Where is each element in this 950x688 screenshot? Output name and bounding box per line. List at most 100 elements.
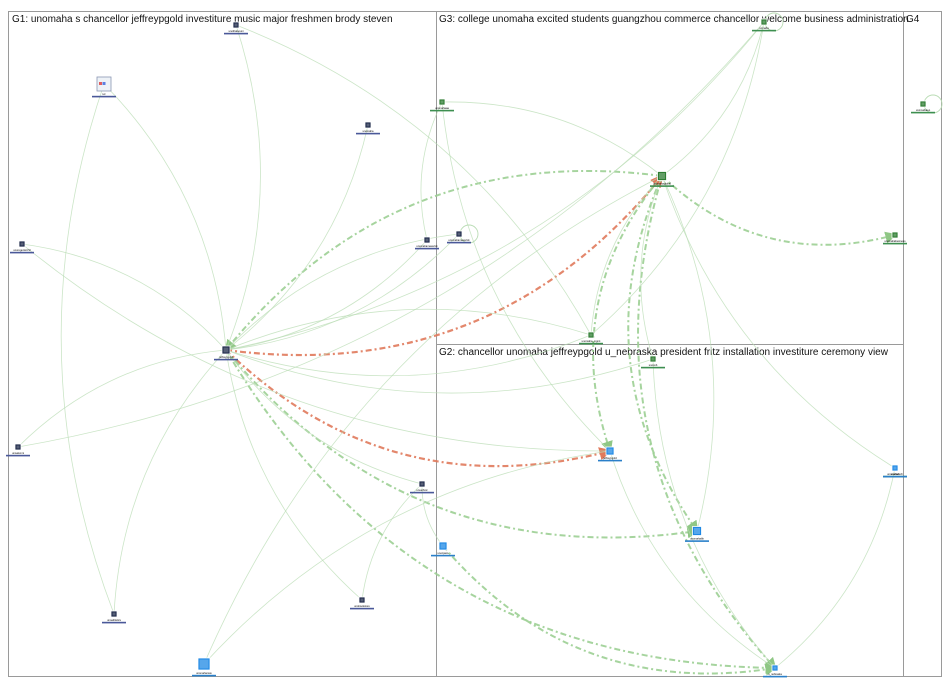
edge-n7-n1 xyxy=(225,24,261,351)
edge-n12-n16 xyxy=(590,175,663,336)
avatar-icon xyxy=(891,464,899,472)
node-label: unomaha_mgmt xyxy=(582,339,601,343)
avatar-icon-detail xyxy=(440,543,446,549)
edge-n16-n7 xyxy=(225,308,592,351)
graph-node[interactable]: unomahaaa xyxy=(430,98,454,112)
node-label: unomahamav xyxy=(196,671,212,675)
avatar-icon xyxy=(455,230,463,238)
node-label-underline xyxy=(214,358,238,361)
graph-node[interactable]: unoalumni xyxy=(6,443,30,457)
group-title-g4: G4 xyxy=(906,14,920,25)
avatar-icon xyxy=(18,240,26,248)
avatar-icon xyxy=(692,526,702,536)
avatar-icon-detail xyxy=(762,20,766,24)
graph-node[interactable]: unomaha xyxy=(356,121,380,135)
avatar-icon xyxy=(587,331,595,339)
avatar-icon-detail xyxy=(420,482,424,486)
node-label: unomaha xyxy=(363,129,374,133)
avatar-icon-detail xyxy=(607,448,613,454)
avatar-icon-detail xyxy=(223,347,229,353)
node-label-underline xyxy=(430,109,454,112)
graph-node[interactable]: unoregentsCSI xyxy=(10,240,34,254)
avatar-icon xyxy=(438,98,446,106)
graph-node[interactable]: unoathletics xyxy=(102,610,126,624)
graph-node[interactable]: unocob xyxy=(641,355,665,369)
graph-node[interactable]: unomaharsch xyxy=(883,464,907,478)
edge-n2-n11 xyxy=(60,83,115,615)
node-label-underline xyxy=(10,251,34,254)
node-label: unomaharsch xyxy=(887,472,903,476)
graph-node[interactable]: unoethnic xyxy=(410,480,434,494)
edge-n13-n21 xyxy=(441,101,611,452)
node-label: unomahamaverick xyxy=(448,238,470,242)
avatar-icon xyxy=(891,231,899,239)
edge-n12-n23 xyxy=(637,175,777,670)
avatar-icon xyxy=(418,480,426,488)
node-label: unomahaieo xyxy=(916,108,931,112)
node-label-underline xyxy=(92,95,116,98)
node-label-underline xyxy=(415,247,439,250)
edge-n7-n8 xyxy=(225,349,423,485)
edge-n6-n14 xyxy=(17,21,765,448)
node-label-underline xyxy=(685,540,709,542)
edge-n8-n10 xyxy=(361,483,423,601)
node-label: unomahaaa xyxy=(435,106,449,110)
node-label-underline xyxy=(447,241,471,244)
node-label-underline xyxy=(763,675,787,678)
node-label-underline xyxy=(641,366,665,369)
avatar-icon-detail xyxy=(360,598,364,602)
edge-n7-n6 xyxy=(17,349,227,448)
node-label: unoathletics xyxy=(107,618,122,622)
avatar-icon xyxy=(197,657,211,671)
avatar-icon xyxy=(760,18,768,26)
avatar-icon xyxy=(649,355,657,363)
node-label-underline xyxy=(579,342,603,345)
avatar-icon xyxy=(14,443,22,451)
graph-node[interactable]: unocpacs xyxy=(431,541,455,557)
group-title-g1: G1: unomaha s chancellor jeffreypgold in… xyxy=(12,14,393,25)
graph-node[interactable]: jeffreypgold xyxy=(214,345,238,361)
edge-n7-n12 xyxy=(225,173,664,357)
graph-node[interactable]: tvc xyxy=(92,76,116,98)
edge-n7-n5 xyxy=(225,239,428,351)
edge-layer xyxy=(17,21,898,676)
graph-node[interactable]: unomahabb xyxy=(685,526,709,542)
node-label-underline xyxy=(883,475,907,478)
graph-node[interactable]: unothatsouni xyxy=(224,21,248,35)
node-label-underline xyxy=(192,674,216,677)
graph-node[interactable]: unomahabusiness xyxy=(883,231,907,245)
node-label-underline xyxy=(102,621,126,624)
photo-icon-detail xyxy=(102,82,106,85)
edge-n21-n24 xyxy=(203,450,611,665)
graph-node[interactable]: jeffreypgold xyxy=(598,446,622,462)
graph-node[interactable]: u_nebraska xyxy=(763,664,787,678)
node-label-underline xyxy=(598,459,622,462)
edge-n17-n23 xyxy=(652,358,776,669)
edge-n7-n10 xyxy=(225,349,363,601)
avatar-icon xyxy=(110,610,118,618)
graph-node[interactable]: unomahaglobal xyxy=(650,171,674,187)
avatar-icon-detail xyxy=(199,659,209,669)
edge-n16-n1 xyxy=(235,24,592,336)
avatar-icon-detail xyxy=(589,333,593,337)
graph-node[interactable]: unomahamaverick xyxy=(415,236,439,250)
graph-node[interactable]: unomaha_mgmt xyxy=(579,331,603,345)
edge-n9-n7 xyxy=(225,233,460,351)
graph-node[interactable]: unmaha xyxy=(752,18,776,32)
photo-icon-detail xyxy=(99,82,102,85)
avatar-icon-detail xyxy=(457,232,461,236)
graph-node[interactable]: unomahamaverick xyxy=(447,230,471,244)
avatar-icon xyxy=(771,664,779,672)
graph-node[interactable]: unobookstore xyxy=(350,596,374,610)
avatar-icon-detail xyxy=(112,612,116,616)
edge-n4-n21 xyxy=(21,243,611,452)
edge-n7-n2 xyxy=(103,83,227,351)
edge-n22-n12 xyxy=(661,175,715,532)
graph-node[interactable]: unomahaieo xyxy=(911,100,935,114)
edge-n23-n25 xyxy=(774,467,896,669)
edge-n12-n13 xyxy=(441,101,663,177)
graph-node[interactable]: unomahamav xyxy=(192,657,216,677)
edge-n7-n14 xyxy=(225,21,765,351)
group-title-g3: G3: college unomaha excited students gua… xyxy=(439,14,909,25)
node-label-underline xyxy=(911,111,935,114)
